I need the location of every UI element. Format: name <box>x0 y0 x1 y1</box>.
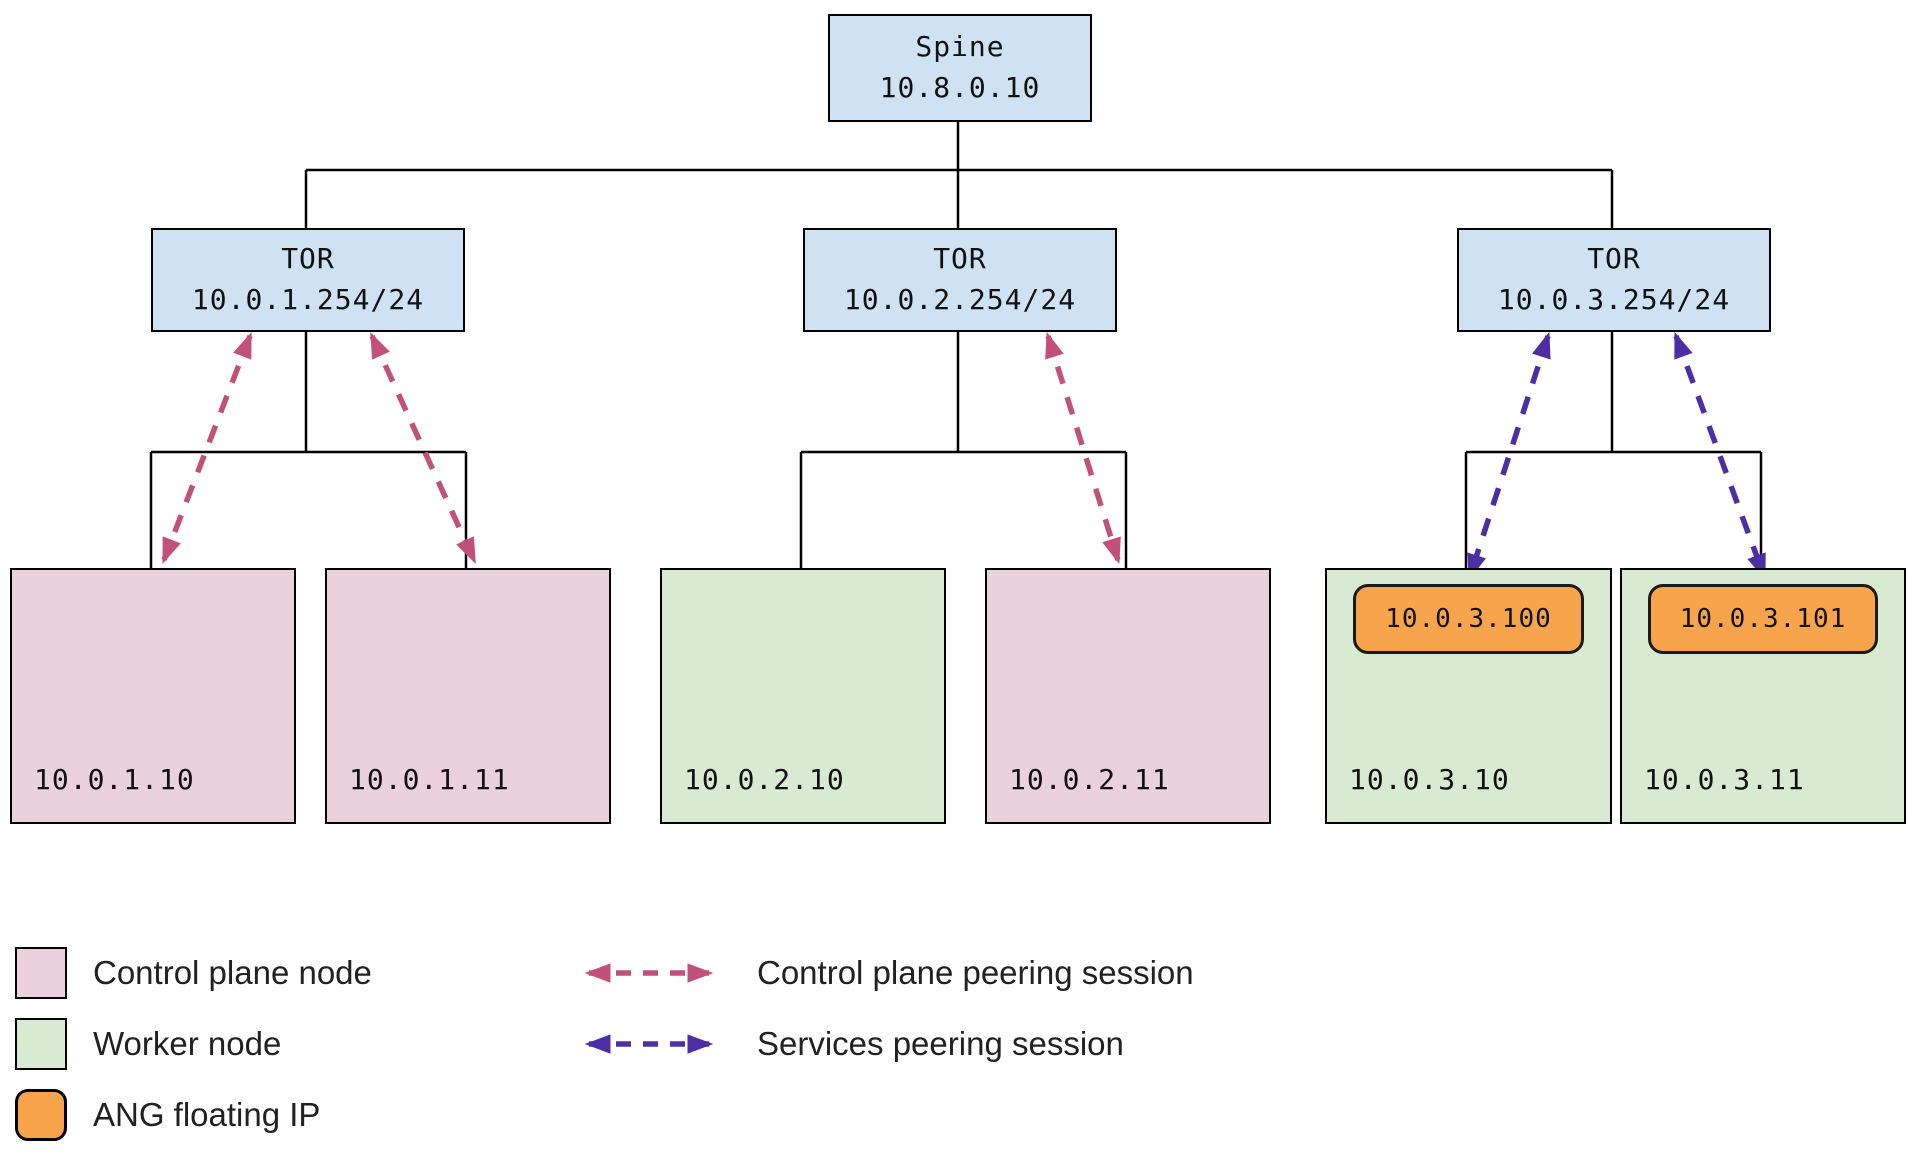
control-plane-node-3: 10.0.2.11 <box>985 568 1271 824</box>
worker-node-2: 10.0.3.100 10.0.3.10 <box>1325 568 1612 824</box>
legend-row-floating-ip: ANG floating IP <box>15 1088 1895 1142</box>
control-plane-swatch <box>15 947 67 999</box>
services-peering-arrow-tor3-fip2 <box>1673 331 1767 581</box>
control-peering-arrow-sample <box>584 963 714 983</box>
spine-switch-box: Spine 10.8.0.10 <box>828 14 1092 122</box>
services-peering-arrow-sample <box>584 1034 714 1054</box>
node-ip-label: 10.0.3.10 <box>1349 763 1510 796</box>
spine-title: Spine <box>915 30 1005 64</box>
tor-switch-box-3: TOR 10.0.3.254/24 <box>1457 228 1771 332</box>
control-peering-arrow-tor2-node4 <box>1045 331 1121 565</box>
legend: Control plane node Control plane peering… <box>15 946 1895 1159</box>
tor-title: TOR <box>933 242 987 276</box>
floating-ip-label: 10.0.3.101 <box>1679 604 1847 634</box>
node-ip-label: 10.0.1.10 <box>34 763 195 796</box>
tor-title: TOR <box>1587 242 1641 276</box>
legend-row-control-plane: Control plane node Control plane peering… <box>15 946 1895 1000</box>
control-plane-node-2: 10.0.1.11 <box>325 568 611 824</box>
legend-label: Services peering session <box>757 1025 1124 1062</box>
legend-label: Control plane node <box>93 954 372 991</box>
tor-ip: 10.0.3.254/24 <box>1497 283 1731 316</box>
services-peering-arrow-tor3-fip1 <box>1467 331 1551 581</box>
node-ip-label: 10.0.2.10 <box>684 763 845 796</box>
floating-ip-badge: 10.0.3.100 <box>1353 584 1584 654</box>
floating-ip-swatch <box>15 1089 67 1141</box>
worker-node-1: 10.0.2.10 <box>660 568 946 824</box>
control-peering-arrow-tor1-node2 <box>369 332 477 564</box>
control-peering-arrow-tor1-node1 <box>161 331 253 565</box>
spine-ip: 10.8.0.10 <box>879 71 1041 104</box>
floating-ip-badge: 10.0.3.101 <box>1648 584 1878 654</box>
tor-switch-box-2: TOR 10.0.2.254/24 <box>803 228 1117 332</box>
legend-label: Control plane peering session <box>757 954 1194 991</box>
tor-ip: 10.0.1.254/24 <box>191 283 425 316</box>
tor-switch-box-1: TOR 10.0.1.254/24 <box>151 228 465 332</box>
node-ip-label: 10.0.2.11 <box>1009 763 1170 796</box>
floating-ip-label: 10.0.3.100 <box>1385 604 1552 634</box>
legend-label: ANG floating IP <box>93 1096 321 1133</box>
black-connector-lines <box>149 118 1763 568</box>
legend-row-worker: Worker node Services peering session <box>15 1017 1895 1071</box>
node-ip-label: 10.0.1.11 <box>349 763 510 796</box>
control-plane-node-1: 10.0.1.10 <box>10 568 296 824</box>
tor-title: TOR <box>281 242 335 276</box>
tor-ip: 10.0.2.254/24 <box>843 283 1077 316</box>
node-ip-label: 10.0.3.11 <box>1644 763 1805 796</box>
worker-node-3: 10.0.3.101 10.0.3.11 <box>1620 568 1906 824</box>
worker-node-swatch <box>15 1018 67 1070</box>
legend-label: Worker node <box>93 1025 282 1062</box>
